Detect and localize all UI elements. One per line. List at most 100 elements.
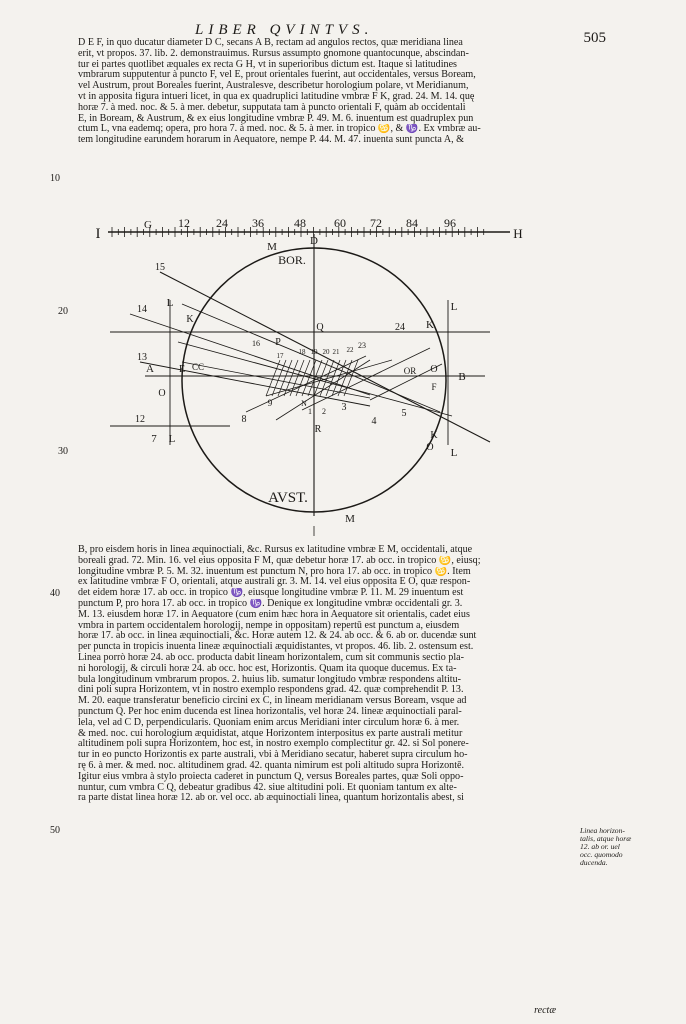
hour-number: 1 [308,407,312,416]
catchword: rectæ [534,1005,556,1016]
text-line: ctum L, vna eademq; opera, pro hora 7. à… [78,124,481,135]
text-line: tur ei partes quotlibet æquales ex recta… [78,59,457,70]
text-line: horæ 17. ab occ. in linea æquinoctiali, … [78,631,477,642]
text-line: longitudine vmbræ P. 5. M. 32. inuentum … [78,566,471,577]
scale-label-g: G [144,219,152,231]
scale-number: 84 [406,216,418,230]
label-cc: CC [192,362,204,372]
margin-note-line: Linea horizon- [580,826,625,835]
text-line: det eidem horæ 17. ab occ. in tropico ♑,… [78,588,464,599]
text-line: B, pro eisdem horis in linea æquinoctial… [78,545,473,555]
label-a: A [146,363,154,375]
hour-line-d [245,355,367,413]
scale-number: 36 [252,216,264,230]
hour-number: 14 [137,304,147,315]
label-l-ll: L [169,433,176,445]
label-p: P [275,337,281,348]
hour-number: 13 [137,352,147,363]
hour-line-14 [129,313,371,396]
label-n: N [301,399,307,408]
label-r: R [315,424,322,435]
hour-number: 17 [277,352,285,360]
text-line: rę 6. à mer. & med. noc. altitudinem gra… [78,760,464,771]
hour-line-13 [139,361,371,407]
margin-note-line: 12. ab or. uel [580,842,620,851]
hour-number: 9 [268,398,273,408]
label-k-low: K [430,430,438,441]
hour-line-a [181,303,441,413]
text-line: bula longitudinum vmbrarum propos. 2. hu… [78,674,461,685]
hour-number: 22 [347,346,355,354]
hour-number: 5 [402,408,407,419]
hour-number: 20 [323,348,331,356]
label-o-right: O [430,364,437,375]
text-line: & med. noc. cui horologium æquidistat, a… [78,728,463,739]
label-o-left: O [158,388,165,399]
text-line: E, in Boream, & Austrum, & ex eius longi… [78,113,474,124]
text-line: vmbra in partem occidentalem horologij, … [78,620,460,631]
text-line: nuntur, cum vmbra C Q, debeatur gradibus… [78,782,457,793]
scale-number: 12 [178,216,190,230]
hour-number: 3 [342,402,347,413]
text-line: dini poli supra Horizontem, vt in nostro… [78,685,464,696]
south-label: AVST. [268,490,308,506]
text-line: tem longitudine earundem horarum in Aequ… [78,135,465,146]
label-k-left: K [186,314,194,325]
line-number-30: 30 [58,446,68,457]
scale-number: 60 [334,216,346,230]
scale-label-h: H [513,226,522,241]
hour-line-15 [159,271,491,443]
hour-number: 23 [358,341,366,350]
text-line: altitudinem poli supra Horizontem, hoc e… [78,739,469,750]
hour-number: 12 [135,414,145,425]
text-line: horæ 7. à med. noc. & 5. à mer. debetur,… [78,102,466,113]
text-line: D E F, in quo ducatur diameter D C, seca… [78,38,463,48]
text-line: punctum P, pro hora 17. ab occ. in tropi… [78,598,463,609]
hour-line-h [369,363,443,401]
hour-number: 16 [252,339,260,348]
label-l-ul: L [167,297,174,309]
text-line: ra parte distat linea horæ 12. ab or. ve… [78,793,464,804]
text-line: M. 20. eaque transferatur beneficio circ… [78,696,467,707]
running-head: LIBER QVINTVS. [195,22,374,38]
page-number: 505 [583,30,607,46]
label-l-lr: L [451,447,458,459]
text-line: ni horologij, & circuli horæ 24. ab occ.… [78,663,457,674]
text-line: punctum Q. Per hoc enim ducenda est line… [78,706,462,717]
hour-number: 7 [151,433,157,445]
line-number-50: 50 [50,825,60,836]
hour-number: 8 [242,414,247,425]
label-k-right: K [426,319,434,331]
scale-label-i: I [96,226,101,242]
hour-number: 2 [322,407,326,416]
label-q: Q [316,322,324,333]
bottom-paragraph: B, pro eisdem horis in linea æquinoctial… [78,545,548,804]
text-line: vel Austrum, prout Boreales fuerint, Aus… [78,81,469,92]
label-o-low: O [426,442,433,453]
label-m-top: M [267,241,277,253]
margin-note: Linea horizon- talis, atque horæ 12. ab … [580,827,652,867]
hour-number: 4 [372,416,377,427]
label-b: B [458,371,465,383]
text-line: per puncta in tropicis inuenta lineæ æqu… [78,642,474,653]
hour-number: 18 [299,348,307,356]
label-m-bottom: M [345,513,355,525]
label-l-ur: L [451,301,458,313]
hour-number: 19 [311,348,319,356]
text-line: lela, vel ad C D, perpendicularis. Quoni… [78,717,460,728]
text-line: vt in apposita figura intueri licet, in … [78,91,475,102]
text-line: Linea porrò horæ 24. ab occ. producta da… [78,652,464,663]
text-line: M. 13. eiusdem horæ 17. in Aequatore (cu… [78,609,470,620]
text-line: tur in eo puncto Horizontis ex parte aus… [78,750,468,761]
scale-number: 96 [444,216,456,230]
hour-line-b [177,341,453,417]
hour-number: 24 [395,322,405,333]
text-line: ex latitudine vmbræ F O, orientali, atqu… [78,577,471,588]
scale-number: 48 [294,216,306,230]
text-line: boreali grad. 72. Min. 16. vel eius oppo… [78,555,481,566]
line-number-10: 10 [50,173,60,184]
hour-number: 21 [333,348,341,356]
top-paragraph: D E F, in quo ducatur diameter D C, seca… [78,38,548,146]
label-or: OR [404,366,417,376]
